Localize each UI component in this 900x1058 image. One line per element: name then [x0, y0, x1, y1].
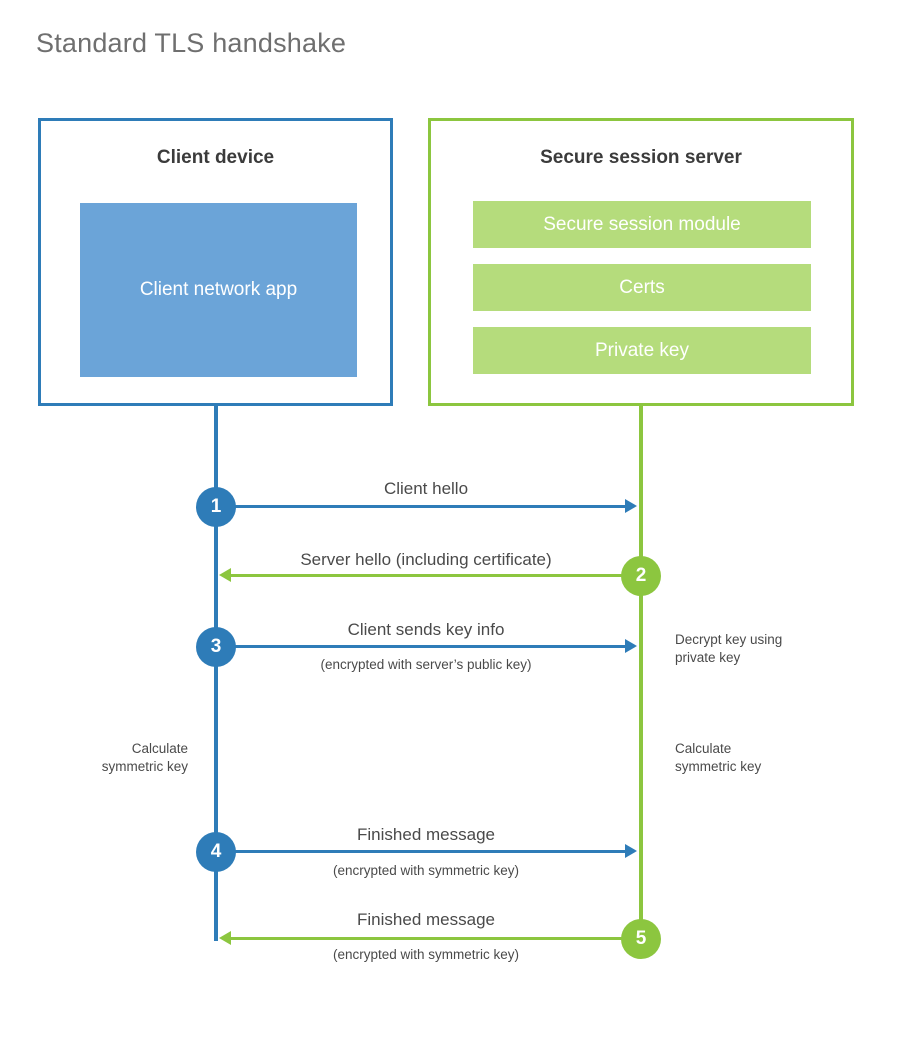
step-1-message-label: Client hello	[383, 479, 469, 498]
step-4-arrow-head-icon	[625, 844, 637, 858]
client-lifeline	[214, 406, 218, 941]
step-5-arrow-line	[231, 937, 631, 940]
step-3-arrow-head-icon	[625, 639, 637, 653]
step-4-message-label: Finished message	[357, 825, 495, 844]
client-device-title: Client device	[156, 147, 275, 168]
server-component-private-key: Private key	[473, 327, 811, 374]
step-marker-5: 5	[621, 919, 661, 959]
step-2-arrow-head-icon	[219, 568, 231, 582]
secure-session-server-box: Secure session server Secure session mod…	[428, 118, 854, 406]
page-title: Standard TLS handshake	[36, 28, 347, 58]
annotation-client-calculate-symmetric-key: Calculate symmetric key	[101, 741, 188, 775]
step-marker-1: 1	[196, 487, 236, 527]
server-component-certs: Certs	[473, 264, 811, 311]
step-5-arrow-head-icon	[219, 931, 231, 945]
step-3-message-sublabel: (encrypted with server’s public key)	[320, 657, 532, 672]
client-device-box: Client device Client network app	[38, 118, 393, 406]
step-marker-4: 4	[196, 832, 236, 872]
step-2-message-label: Server hello (including certificate)	[300, 550, 552, 569]
secure-session-server-title: Secure session server	[540, 147, 742, 168]
annotation-decrypt-key: Decrypt key using private key	[675, 632, 783, 666]
server-lifeline	[639, 406, 643, 941]
step-5-message-label: Finished message	[357, 910, 495, 929]
client-network-app-block: Client network app	[80, 203, 357, 377]
step-marker-3: 3	[196, 627, 236, 667]
step-1-arrow-line	[216, 505, 625, 508]
server-component-secure-session-module: Secure session module	[473, 201, 811, 248]
step-1-arrow-head-icon	[625, 499, 637, 513]
annotation-server-calculate-symmetric-key: Calculate symmetric key	[675, 741, 762, 775]
step-5-message-sublabel: (encrypted with symmetric key)	[332, 947, 520, 962]
step-4-arrow-line	[216, 850, 625, 853]
step-4-message-sublabel: (encrypted with symmetric key)	[332, 863, 520, 878]
step-2-arrow-line	[231, 574, 631, 577]
step-3-message-label: Client sends key info	[347, 620, 505, 639]
step-marker-2: 2	[621, 556, 661, 596]
step-3-arrow-line	[216, 645, 625, 648]
